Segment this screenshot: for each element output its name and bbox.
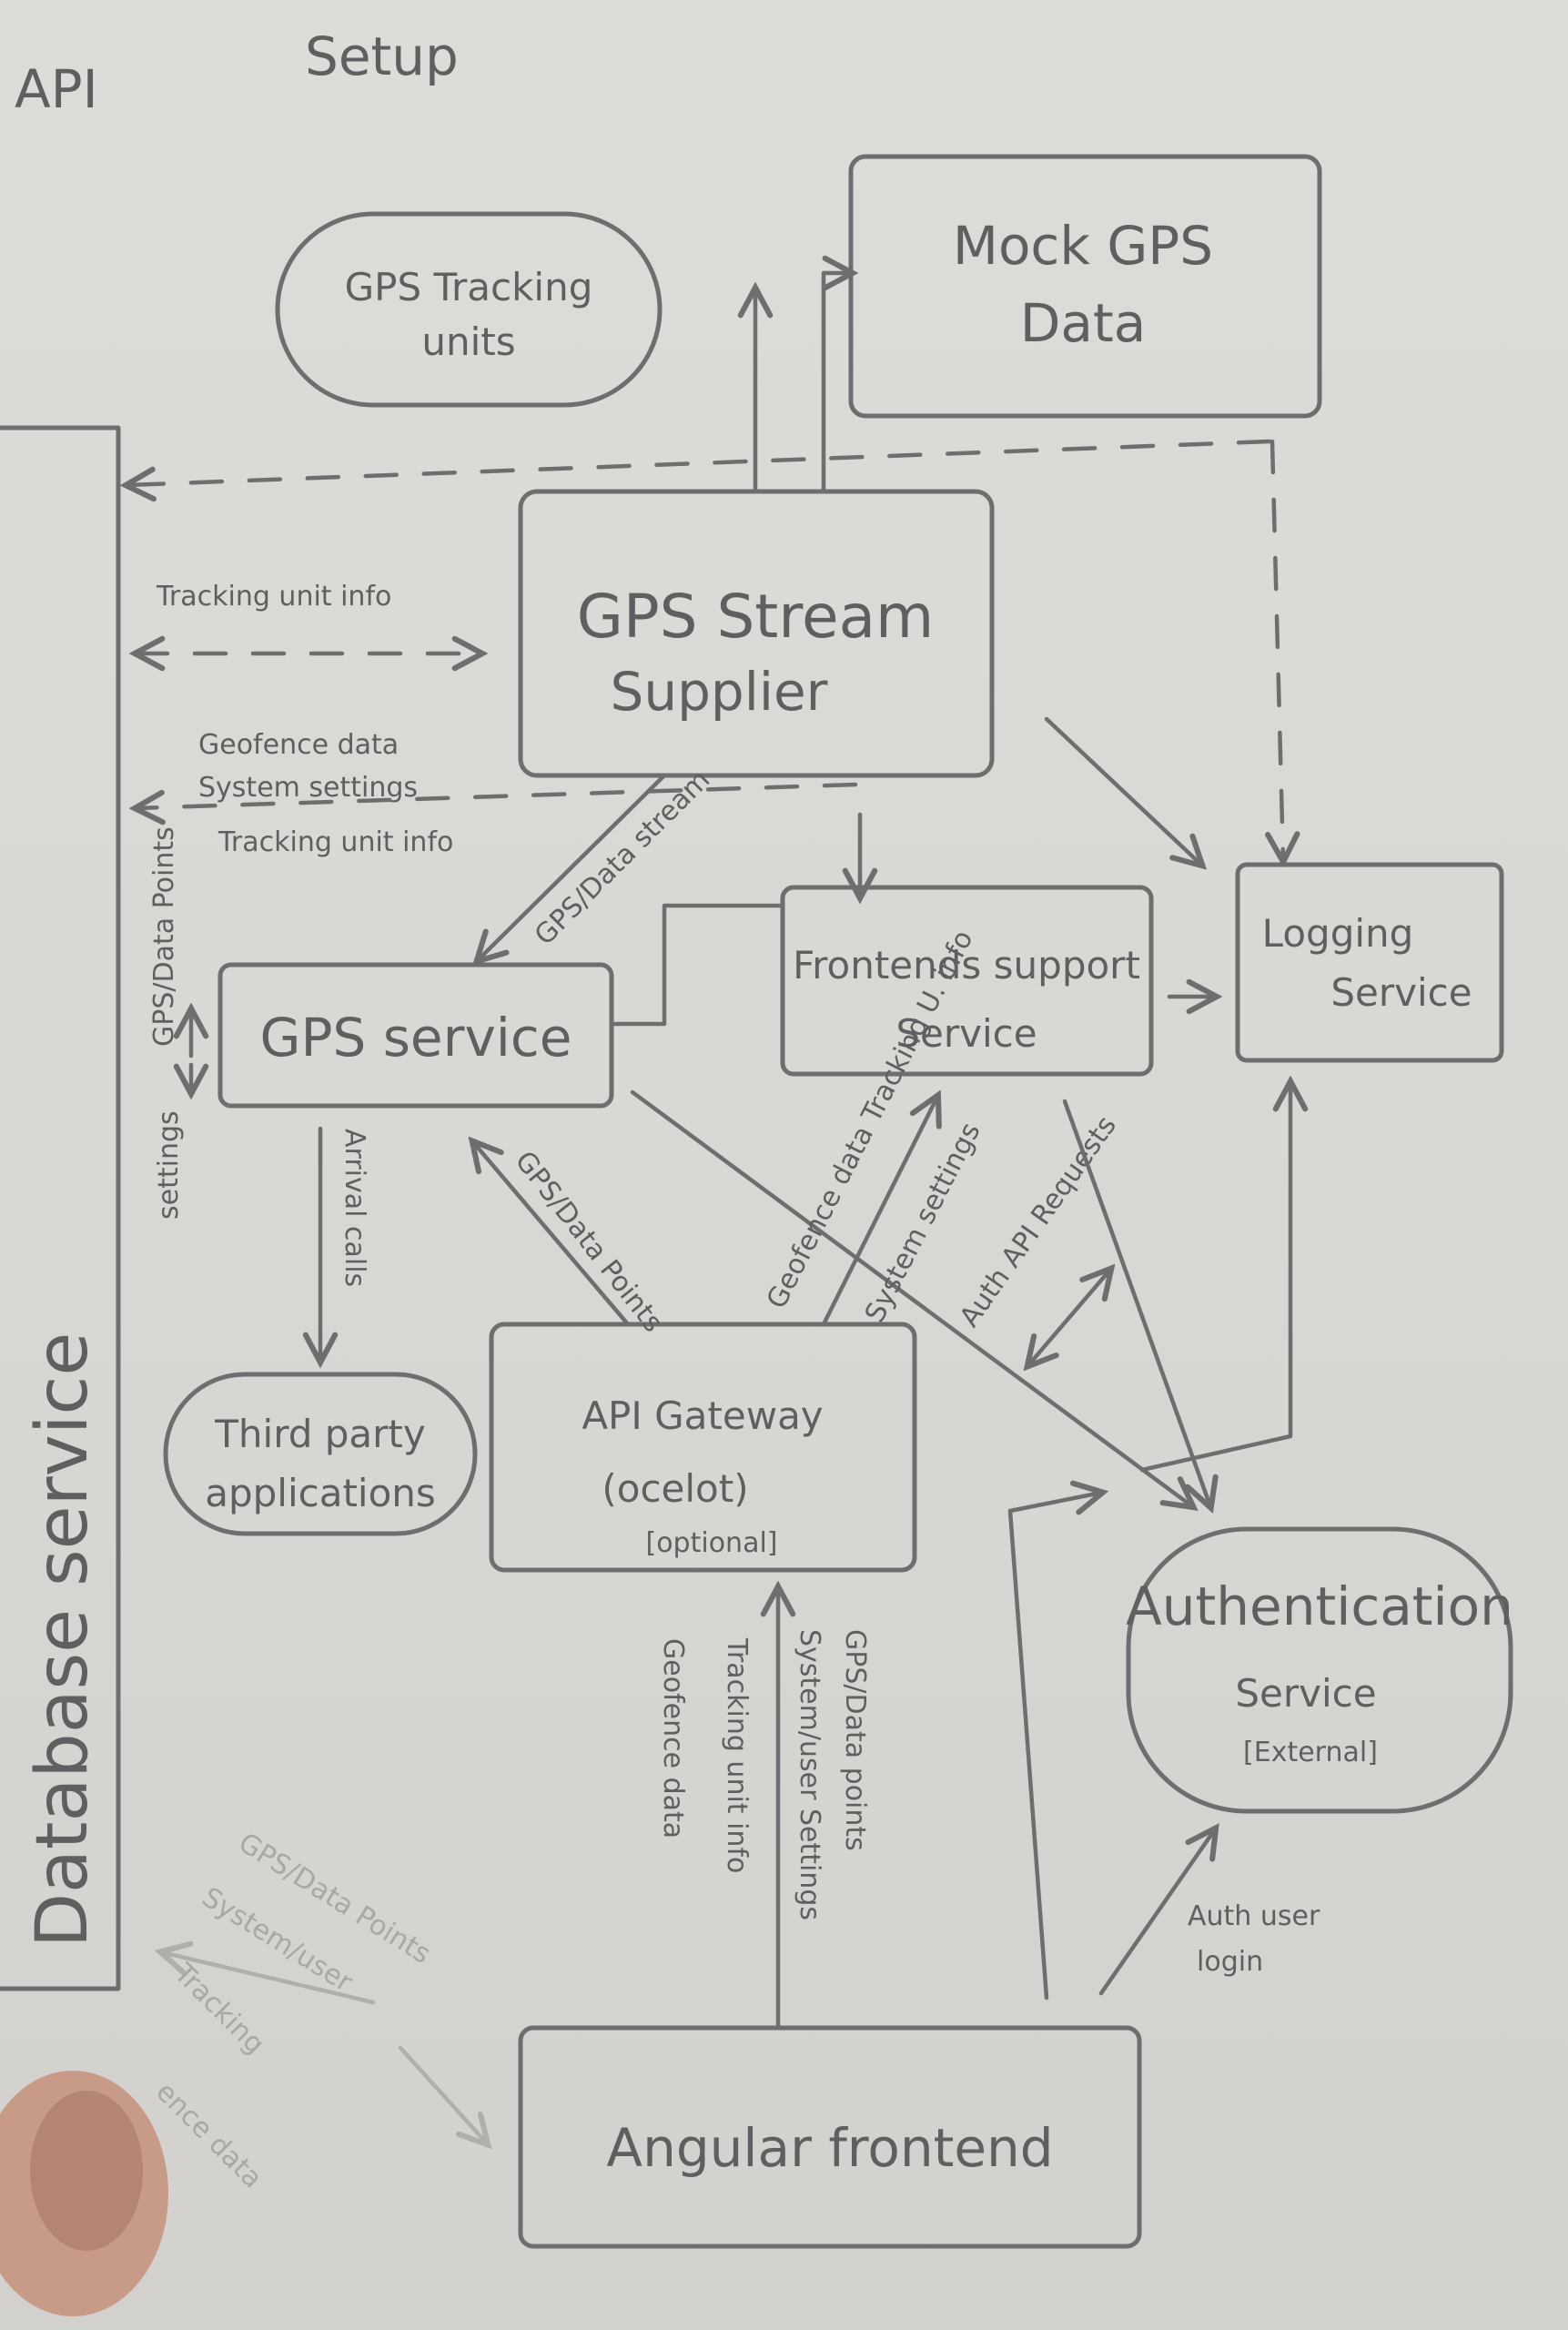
angular-frontend-node xyxy=(518,2025,1142,2249)
arrow-supplier-to-mock-data xyxy=(821,273,851,494)
api-gateway-line1: API Gateway xyxy=(582,1393,823,1438)
database-service-box xyxy=(0,425,121,1991)
third-party-applications-node xyxy=(163,1372,478,1536)
header-setup: Setup xyxy=(305,25,459,87)
faint-arrow-to-database xyxy=(162,1952,376,2005)
arrow-frontend-to-auth-login xyxy=(1098,1829,1215,1996)
gps-service-node xyxy=(217,962,614,1109)
dashed-supplier-to-database xyxy=(137,782,858,808)
faint-arrow-to-frontend xyxy=(398,2045,487,2143)
frontends-support-service-node xyxy=(780,885,1154,1077)
arrow-gateway-to-gps-service xyxy=(473,1142,631,1327)
mock-gps-data-line2: Data xyxy=(1020,292,1147,354)
authentication-line1: Authentication xyxy=(1126,1575,1513,1637)
gps-service-label: GPS service xyxy=(260,1007,572,1069)
thumbnail-nail xyxy=(30,2091,143,2251)
label-tracking-unit-info-mid: Tracking unit info xyxy=(217,826,453,858)
arrow-frontends-to-auth xyxy=(1062,1099,1210,1506)
api-gateway-line2: (ocelot) xyxy=(602,1466,748,1511)
line-frontend-route-up xyxy=(1007,1493,1101,2001)
line-gps-service-to-frontends xyxy=(609,903,785,1027)
label-auth-user-login-2: login xyxy=(1197,1946,1263,1978)
gps-tracking-units-node xyxy=(275,211,663,408)
gps-tracking-units-line1: GPS Tracking xyxy=(345,265,593,309)
frontends-support-line2: Service xyxy=(895,1011,1037,1056)
logging-service-node xyxy=(1235,862,1504,1063)
label-gps-data-points-db: GPS/Data Points xyxy=(148,826,180,1047)
third-party-line2: applications xyxy=(205,1471,436,1515)
authentication-line2: Service xyxy=(1235,1671,1376,1716)
gps-stream-supplier-line1: GPS Stream xyxy=(577,582,935,652)
label-fe-system-user-settings: System/user Settings xyxy=(794,1629,825,1920)
logging-service-line2: Service xyxy=(1330,970,1472,1015)
arrow-supplier-to-gps-service xyxy=(478,773,667,960)
label-tracking-unit-info-top: Tracking unit info xyxy=(156,581,391,613)
label-gps-data-points-gw: GPS/Data Points xyxy=(509,1145,669,1338)
arrow-auth-api-requests xyxy=(1028,1270,1110,1365)
header-api: API xyxy=(15,58,98,120)
label-geofence-data: Geofence data xyxy=(198,729,399,761)
arrow-gateway-to-frontends xyxy=(821,1097,937,1327)
database-service-label: Database service xyxy=(22,1332,104,1948)
api-gateway-node xyxy=(489,1322,917,1573)
label-settings-db: settings xyxy=(153,1110,185,1220)
authentication-line3: [External] xyxy=(1243,1737,1378,1768)
label-fe-gps-data-points: GPS/Data points xyxy=(839,1629,871,1851)
mock-gps-data-line1: Mock GPS xyxy=(953,215,1213,277)
mock-gps-data-node xyxy=(848,154,1322,419)
arrow-auth-to-logging xyxy=(1139,1083,1290,1473)
authentication-service-node xyxy=(1126,1526,1513,1814)
gps-stream-supplier-line2: Supplier xyxy=(611,661,828,723)
label-fe-geofence-data: Geofence data xyxy=(657,1638,689,1839)
angular-frontend-label: Angular frontend xyxy=(606,2117,1053,2179)
dashed-to-database-top xyxy=(127,439,1272,485)
label-arrival-calls: Arrival calls xyxy=(339,1129,370,1287)
logging-service-line1: Logging xyxy=(1262,911,1414,956)
third-party-line1: Third party xyxy=(214,1412,425,1456)
arrow-supplier-to-logging xyxy=(1044,716,1201,865)
frontends-support-line1: Frontends support xyxy=(793,943,1140,988)
label-auth-user-login-1: Auth user xyxy=(1188,1900,1320,1932)
arrow-gps-service-to-auth xyxy=(630,1089,1192,1506)
api-gateway-line3: [optional] xyxy=(646,1527,778,1559)
label-fe-tracking-unit-info: Tracking unit info xyxy=(721,1637,753,1873)
dashed-to-logging xyxy=(1272,439,1283,860)
gps-tracking-units-line2: units xyxy=(421,319,515,364)
